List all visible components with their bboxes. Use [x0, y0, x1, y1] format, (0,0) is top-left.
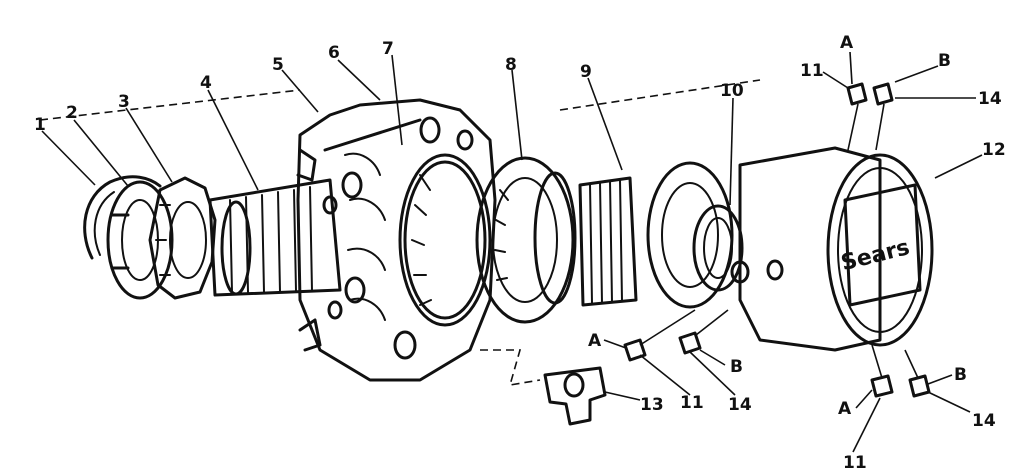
label-13: 13 [640, 395, 664, 415]
label-11-bot: 11 [843, 453, 867, 473]
badge-brand-text: Sears [839, 235, 913, 276]
part-8-follower-ring [475, 156, 577, 324]
screw-mid-11 [623, 309, 696, 362]
label-a-top: A [840, 33, 854, 53]
label-6: 6 [328, 43, 340, 63]
label-b-top: B [938, 51, 951, 71]
part-10-spring-ring [692, 204, 744, 292]
label-10: 10 [720, 81, 744, 101]
part-4-splined-shaft [208, 178, 342, 297]
label-14-top: 14 [978, 89, 1002, 109]
label-4: 4 [200, 73, 212, 93]
part-12-hub-cap [730, 146, 934, 352]
label-14-mid: 14 [728, 395, 752, 415]
label-2: 2 [66, 103, 78, 123]
part-9-gear-assembly [578, 161, 734, 309]
label-5: 5 [272, 55, 284, 75]
part-5-6-hub-body [296, 98, 497, 382]
part-3-nut [148, 176, 217, 300]
center-axis-line [39, 79, 761, 121]
label-a-mid: A [588, 331, 602, 351]
label-8: 8 [505, 55, 517, 75]
label-b-mid: B [730, 357, 743, 377]
part-7-inner-clutch [403, 160, 487, 320]
screw-mid-14 [678, 309, 729, 355]
label-14-bot: 14 [972, 411, 996, 431]
label-7: 7 [382, 39, 394, 59]
label-12: 12 [982, 140, 1006, 160]
screw-bot-11 [870, 344, 894, 398]
key-dashed-guide [480, 349, 541, 386]
label-1: 1 [34, 115, 46, 135]
part-1-snap-ring [83, 175, 162, 260]
label-11-mid: 11 [680, 393, 704, 413]
label-3: 3 [118, 92, 130, 112]
part-13-key [543, 366, 641, 426]
label-9: 9 [580, 62, 592, 82]
screw-top-14 [872, 82, 894, 151]
leader-lines [41, 51, 983, 453]
label-11-top: 11 [800, 61, 824, 81]
screw-top-11 [846, 82, 868, 151]
label-b-bot: B [954, 365, 967, 385]
label-a-bot: A [838, 399, 852, 419]
screw-bot-14 [904, 349, 931, 398]
